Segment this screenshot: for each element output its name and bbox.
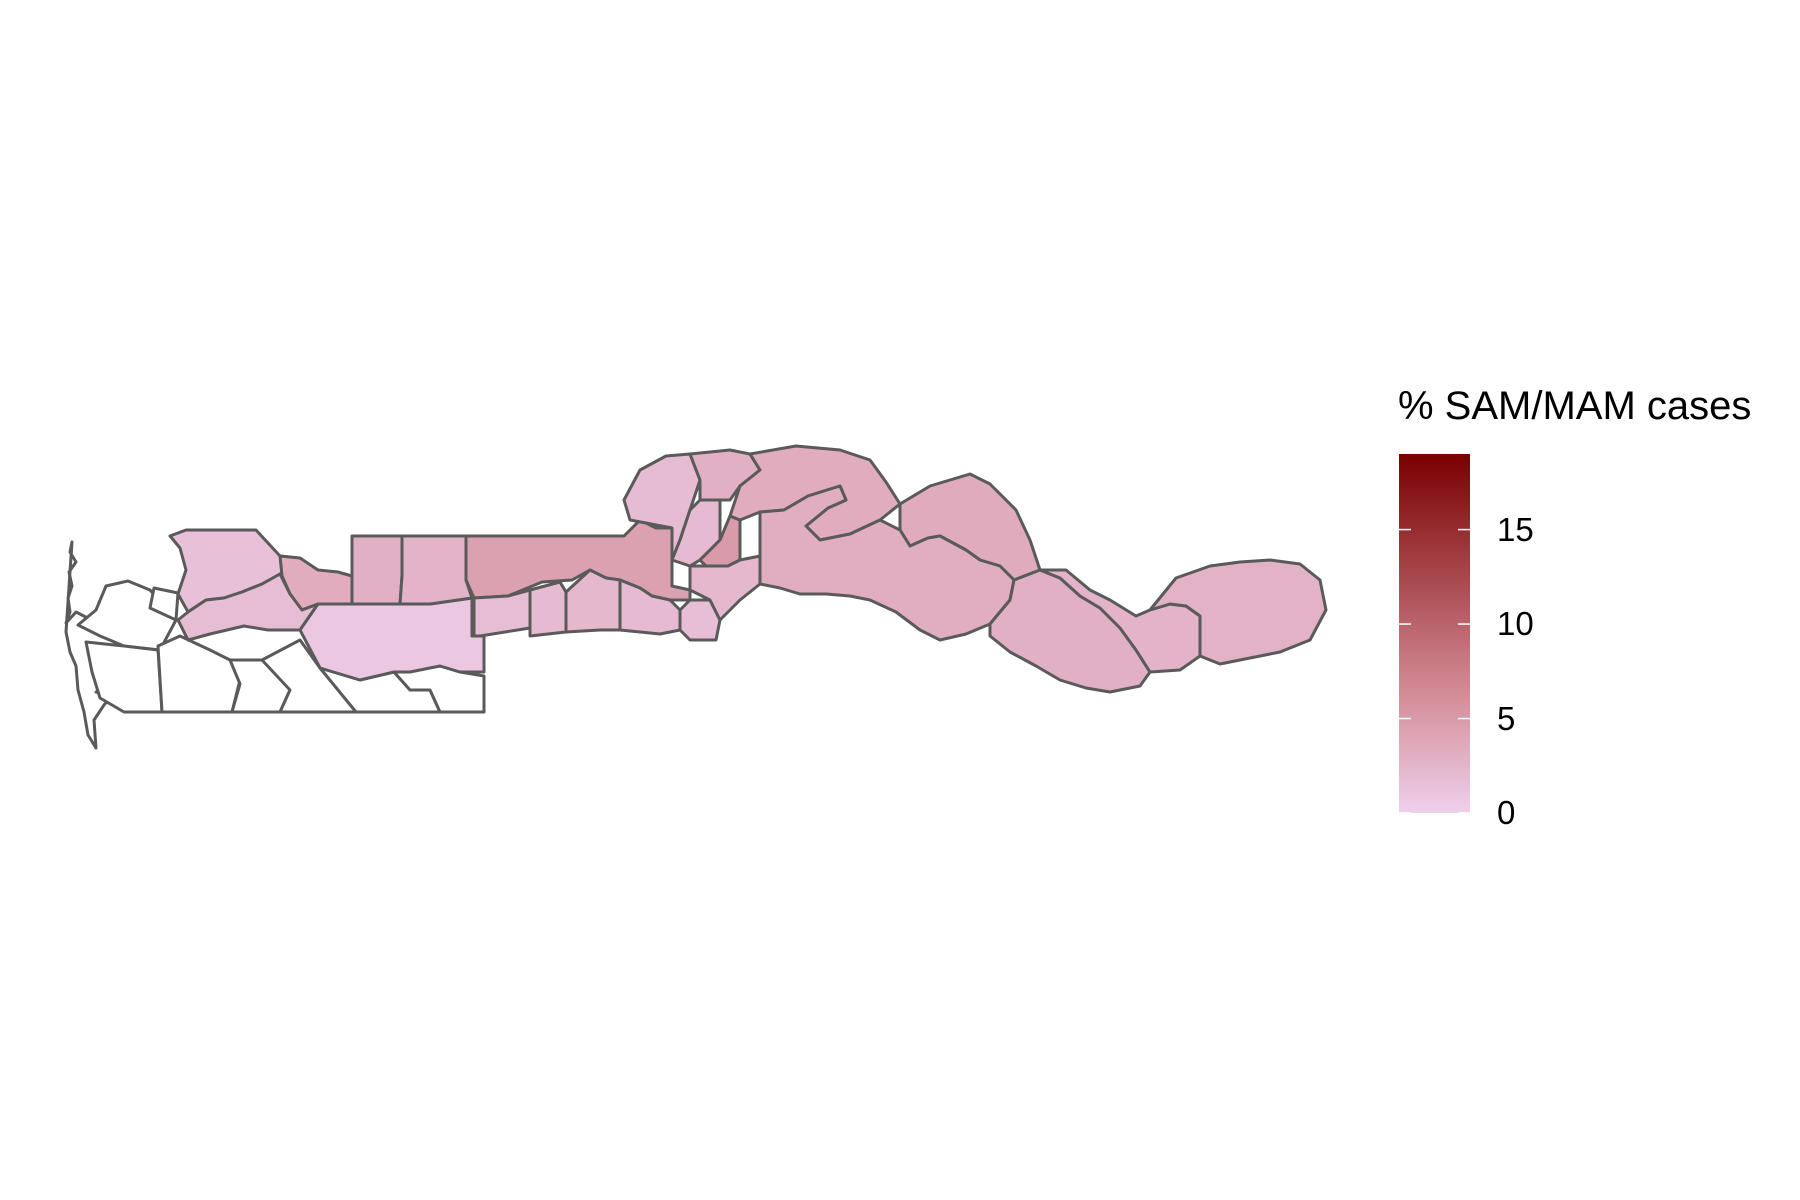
region-north-bank-2 [350,534,404,606]
region-east-river-east [1148,558,1328,666]
colorbar-tick-label: 5 [1497,699,1516,737]
region-upper-river-bend [758,484,1016,642]
colorbar-tick-label: 15 [1497,510,1534,548]
colorbar-tick-label: 10 [1497,605,1534,643]
region-central-river-south-2 [528,580,568,638]
region-lower-river-south [298,596,486,682]
region-north-bank-3 [398,534,474,606]
region-west-coast-5 [156,634,242,714]
region-central-river-south-1 [472,588,532,638]
colorbar-tick-label: 0 [1497,794,1516,831]
region-west-coast-3 [148,586,180,622]
region-west-coast-4 [84,640,164,714]
region-central-river-south-5 [678,598,722,642]
legend-title: % SAM/MAM cases [1398,384,1752,428]
region-lower-river-inner [176,572,320,642]
legend-colorbar [1399,454,1470,814]
